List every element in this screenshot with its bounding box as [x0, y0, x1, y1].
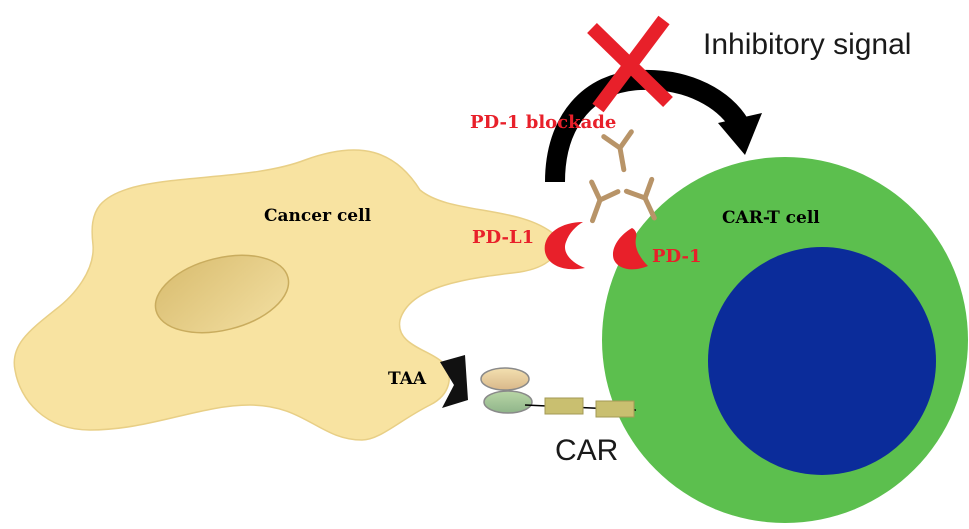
car-label: CAR	[555, 434, 618, 467]
antibody-icon	[589, 179, 621, 224]
blocked-x-icon	[587, 15, 673, 113]
taa-antigen	[440, 355, 468, 408]
antibody-icon	[623, 176, 657, 221]
cancer-cell-label: Cancer cell	[264, 206, 372, 226]
car-scfv-ring-top	[480, 367, 530, 391]
pd1-label: PD-1	[652, 246, 701, 267]
cancer-cell	[13, 149, 559, 441]
cancer-nucleus	[154, 254, 290, 334]
antibody-icon	[601, 129, 634, 173]
car-scfv-ring-bottom	[483, 390, 533, 414]
pd1-blockade-label: PD-1 blockade	[470, 112, 616, 133]
cart-nucleus	[708, 247, 936, 475]
inhibitory-signal-label: Inhibitory signal	[703, 28, 911, 61]
taa-label: TAA	[388, 369, 427, 389]
inhibitory-arrowhead	[718, 113, 762, 155]
cart-cell-label: CAR-T cell	[722, 208, 820, 228]
pdl1-receptor	[544, 222, 585, 270]
car-segment	[544, 397, 584, 415]
pdl1-label: PD-L1	[472, 227, 534, 248]
pd1-receptor	[612, 228, 648, 270]
car-segment	[595, 400, 635, 418]
